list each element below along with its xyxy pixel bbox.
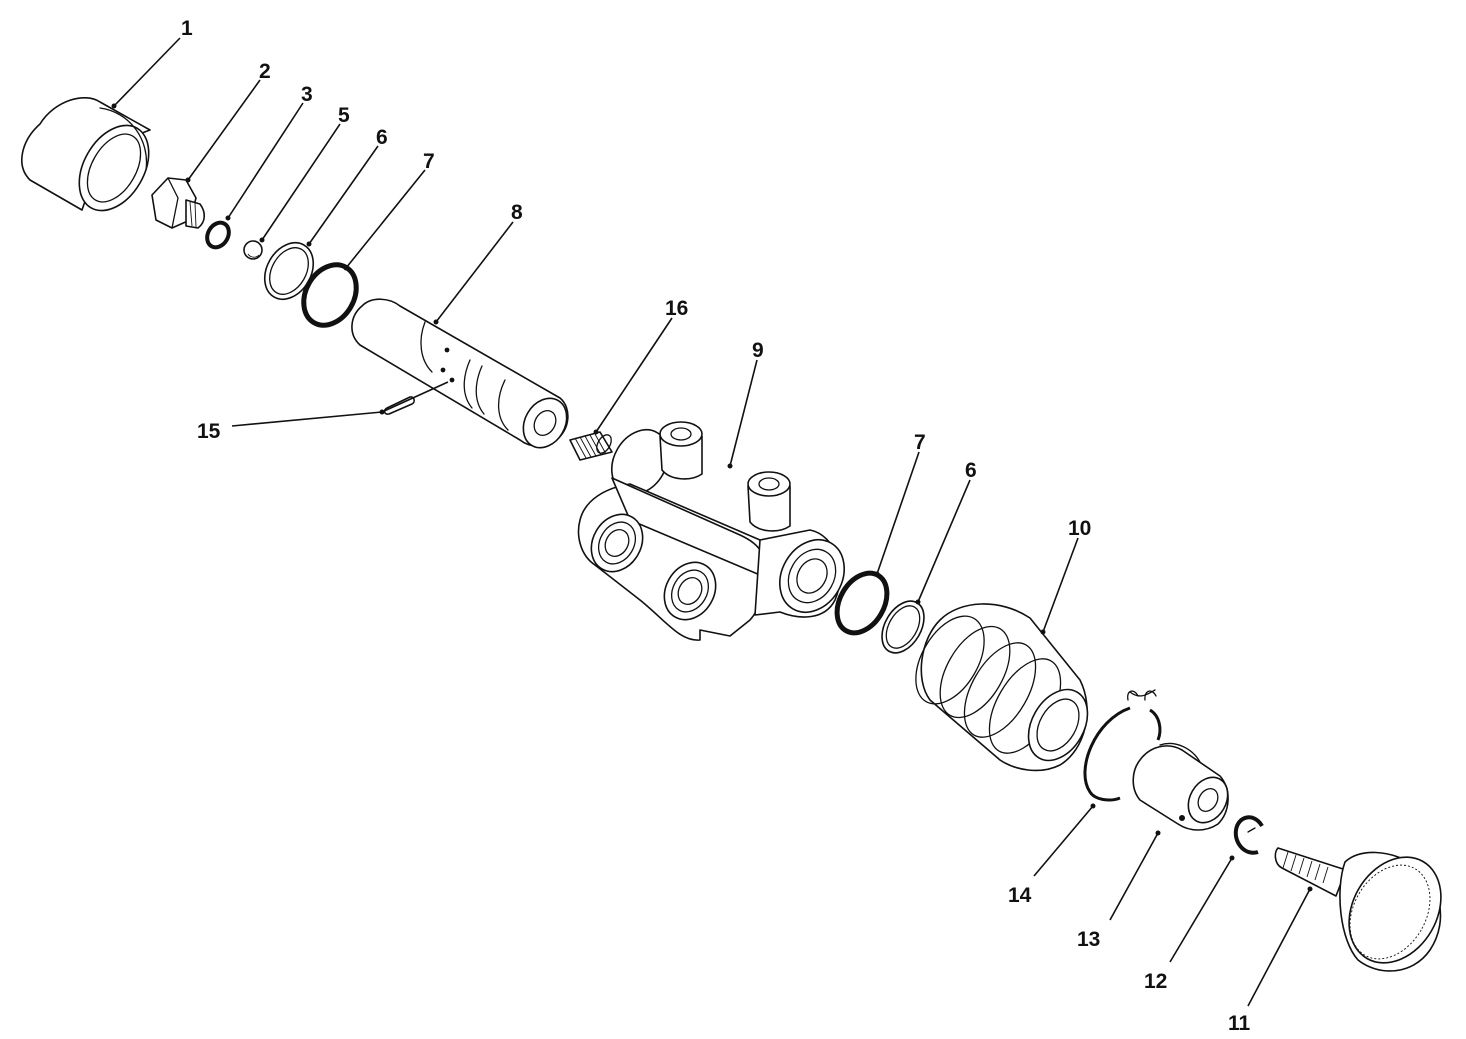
part-8-spool <box>351 298 569 449</box>
callout-9: 9 <box>752 339 764 362</box>
callout-6-left: 6 <box>376 126 388 149</box>
leader-lines <box>111 37 1313 1007</box>
callout-7-left: 7 <box>423 150 435 173</box>
part-16-spring <box>569 431 613 461</box>
callout-1: 1 <box>181 17 193 40</box>
callout-8: 8 <box>511 201 523 224</box>
callout-2: 2 <box>259 60 271 83</box>
callout-16: 16 <box>665 297 688 320</box>
part-13-collar <box>1132 742 1229 831</box>
callout-11: 11 <box>1228 1012 1251 1035</box>
callout-10: 10 <box>1068 517 1091 540</box>
callout-14: 14 <box>1008 884 1032 907</box>
callout-labels: 1 2 3 5 6 7 8 15 16 9 7 6 10 14 13 12 11 <box>181 17 1251 1035</box>
callout-13: 13 <box>1077 928 1100 951</box>
part-6-washer-left <box>263 241 315 301</box>
part-2-hex-fitting <box>151 177 206 229</box>
callout-6-right: 6 <box>965 459 977 482</box>
part-10-bellows-boot <box>915 603 1089 772</box>
callout-12: 12 <box>1144 970 1167 993</box>
callout-3: 3 <box>301 83 313 106</box>
callout-15: 15 <box>197 420 221 443</box>
part-9-valve-body <box>577 421 845 641</box>
part-3-small-ring <box>205 220 231 250</box>
part-5-ball <box>243 240 263 260</box>
callout-7-right: 7 <box>914 431 926 454</box>
part-1-cap <box>21 97 151 212</box>
part-11-knob-screw <box>1274 847 1442 972</box>
part-12-clip <box>1233 815 1264 855</box>
part-14-snap-ring <box>1083 689 1162 802</box>
callout-5: 5 <box>338 104 350 127</box>
